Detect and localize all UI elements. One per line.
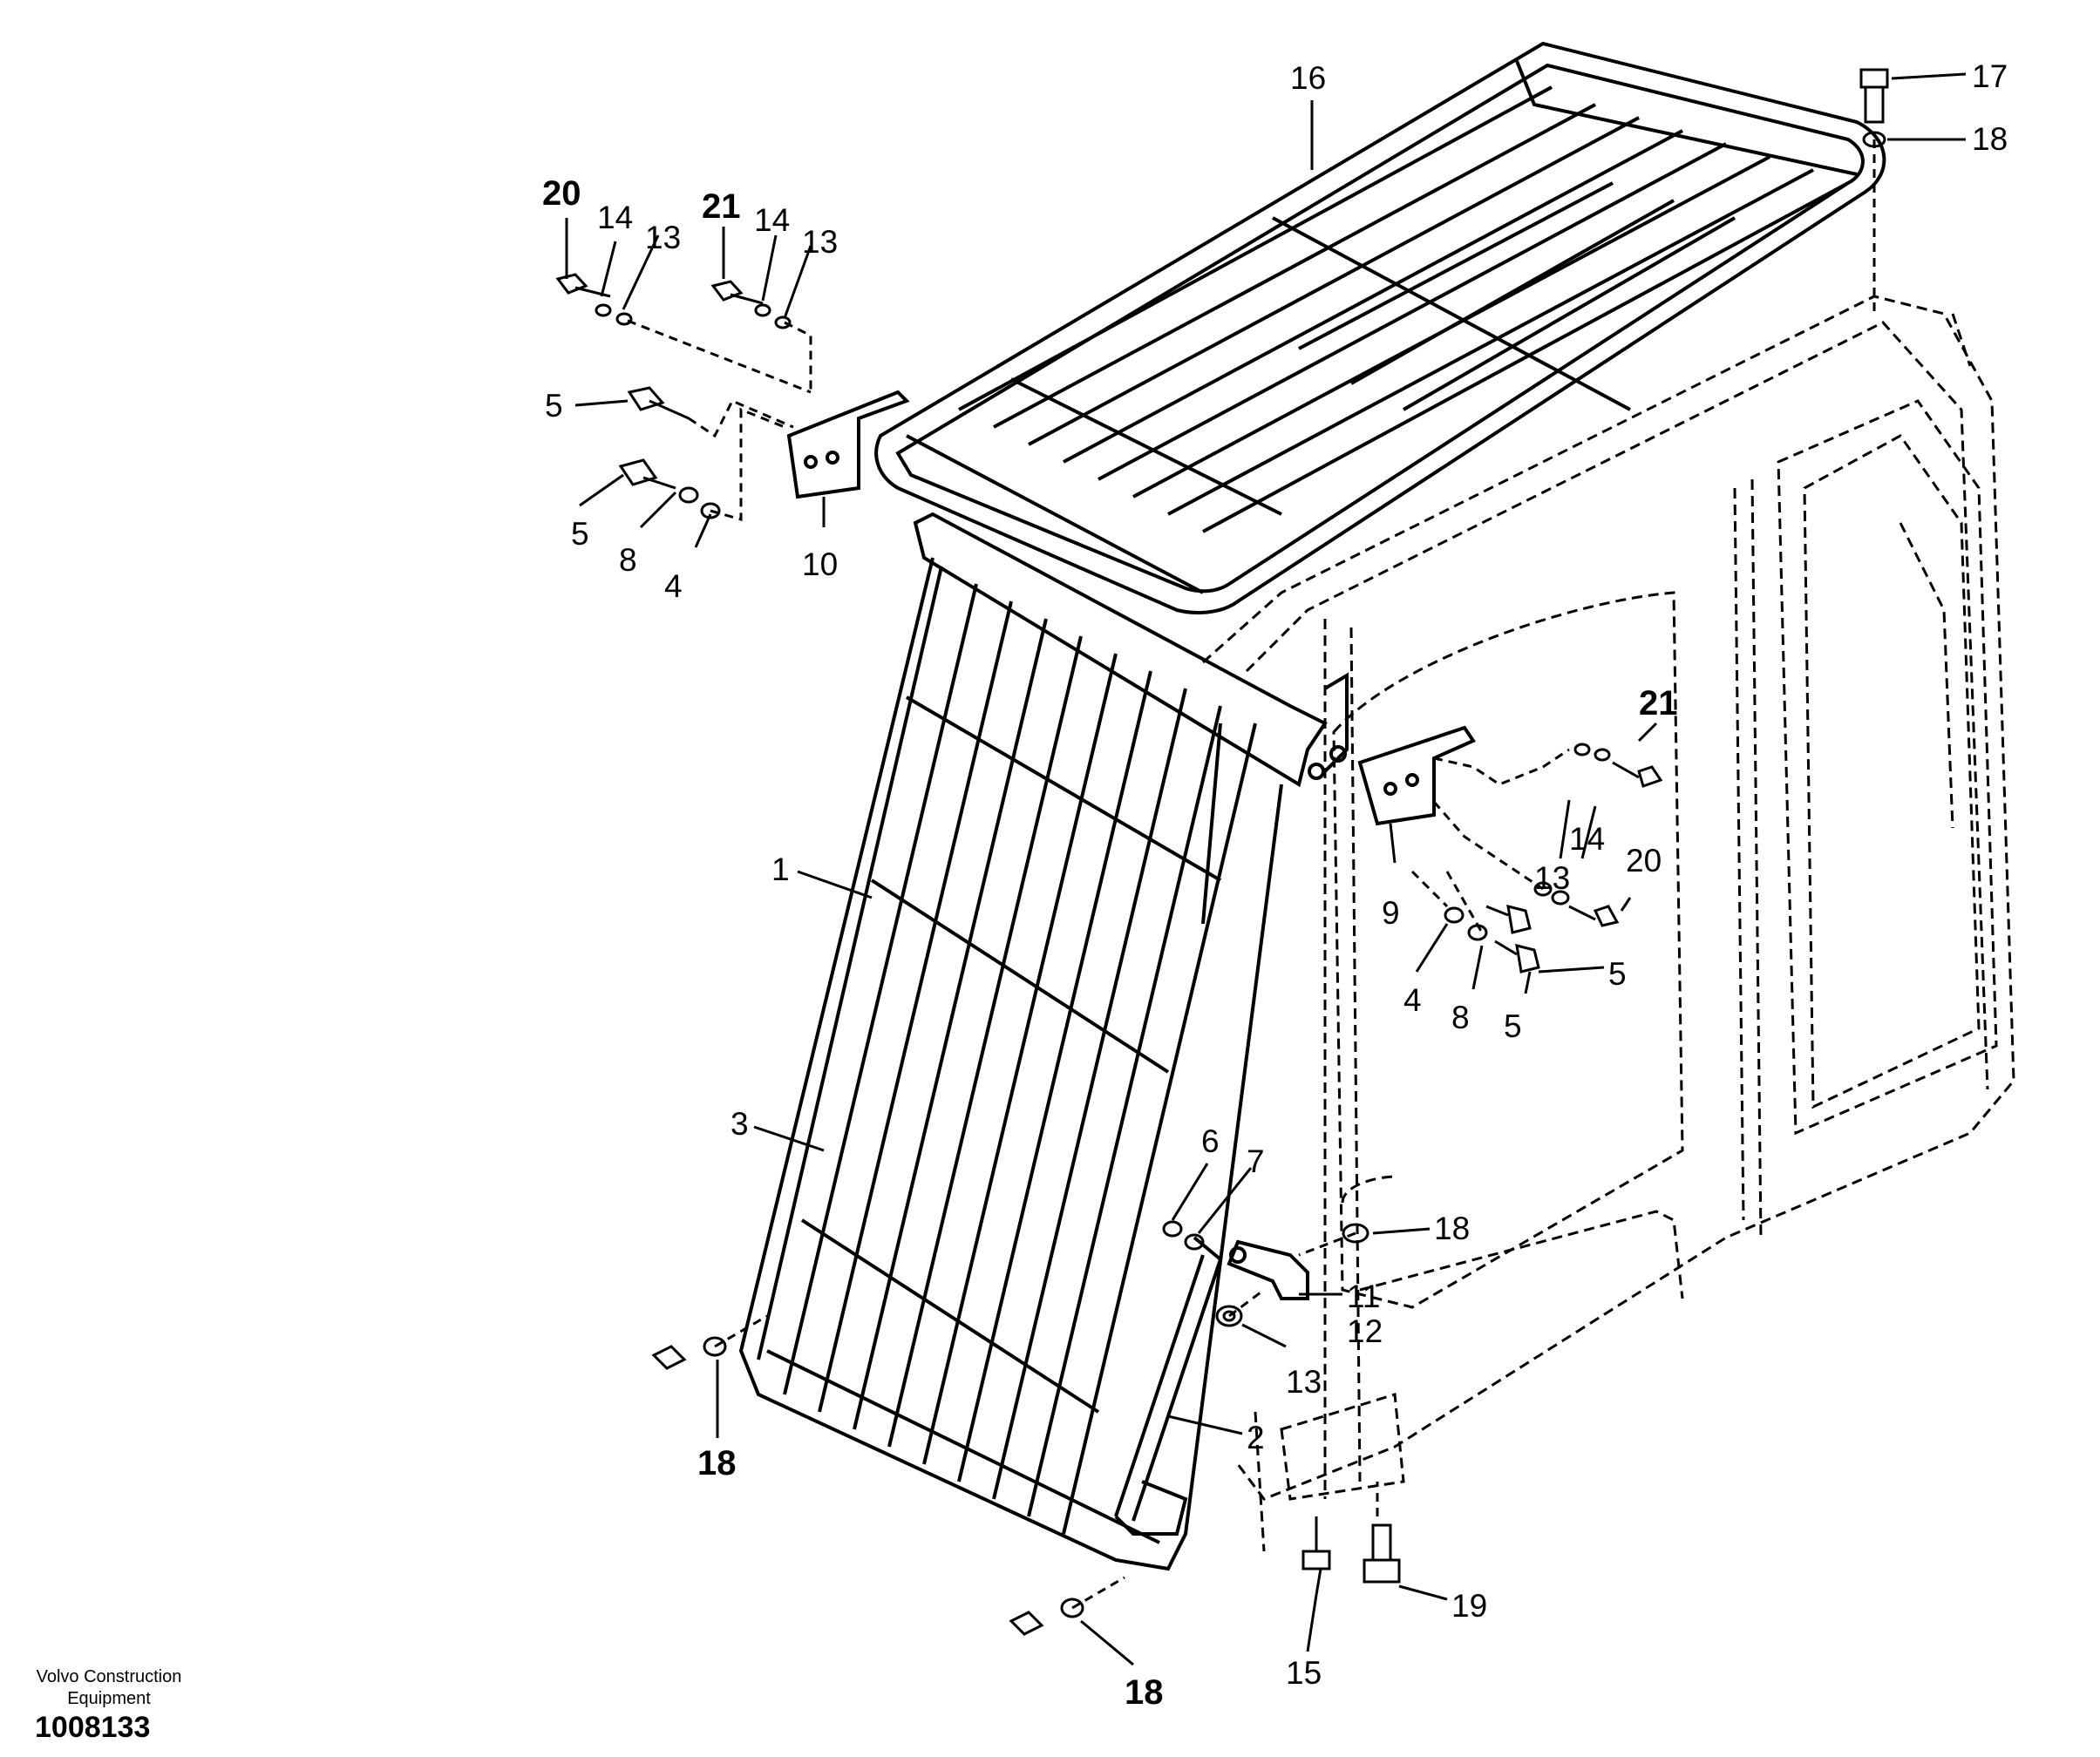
callout-15: 15 [1286,1655,1322,1691]
callout-3: 3 [731,1106,749,1142]
alignment-lines [627,139,1876,1610]
callout-5-d: 5 [1608,956,1627,992]
callout-18-top: 18 [1972,121,2008,157]
callout-5-c: 5 [1504,1008,1522,1044]
callout-13-top-mid: 13 [802,224,838,260]
callout-20-top: 20 [542,174,581,213]
top-guard-grille [874,41,1886,614]
bracket-11 [1227,1239,1309,1300]
callout-11: 11 [1347,1279,1380,1314]
bracket-10 [786,390,910,499]
bracket-9 [1357,725,1476,826]
callout-6: 6 [1201,1123,1220,1159]
company-name: Volvo Construction Equipment [0,1666,218,1710]
callout-14-top-mid: 14 [754,202,790,238]
callout-20-right: 20 [1626,843,1662,878]
company-name-line2: Equipment [67,1689,151,1708]
callout-18-bottom: 18 [1125,1673,1164,1712]
callout-5-a: 5 [545,388,563,424]
callout-21-top: 21 [702,187,741,226]
callout-16: 16 [1290,60,1326,96]
callout-7: 7 [1247,1143,1265,1179]
leader-lines [565,72,1967,1666]
callout-1: 1 [771,851,790,887]
hardware [555,68,1889,1636]
callout-4-right: 4 [1403,982,1422,1018]
callout-13-mid: 13 [1286,1364,1322,1400]
company-name-line1: Volvo Construction [36,1667,182,1686]
callout-14-right: 14 [1569,821,1605,857]
gas-spring [1114,1236,1222,1536]
cab-outline [1202,295,2015,1552]
callout-13-right: 13 [1534,860,1570,896]
callout-8-right: 8 [1451,1000,1470,1035]
drawing-number: 1008133 [35,1711,151,1744]
callout-12: 12 [1347,1313,1383,1349]
callout-13-top-left: 13 [645,220,681,255]
callout-19: 19 [1451,1588,1487,1624]
callout-17: 17 [1972,58,2008,94]
callout-21-right: 21 [1639,684,1678,722]
callout-10: 10 [802,546,838,582]
callout-2: 2 [1247,1420,1265,1455]
callout-18-bottom-left: 18 [697,1444,737,1482]
callout-labels: 16 17 18 20 14 13 21 14 13 5 5 8 4 10 1 … [542,58,2008,1712]
front-guard-grille [738,512,1349,1571]
callout-8-left: 8 [619,542,637,578]
callout-18-right: 18 [1434,1211,1470,1246]
callout-9: 9 [1382,895,1400,931]
callout-14-top-left: 14 [597,200,633,235]
callout-5-b: 5 [571,516,589,552]
callout-4-left: 4 [664,568,683,604]
